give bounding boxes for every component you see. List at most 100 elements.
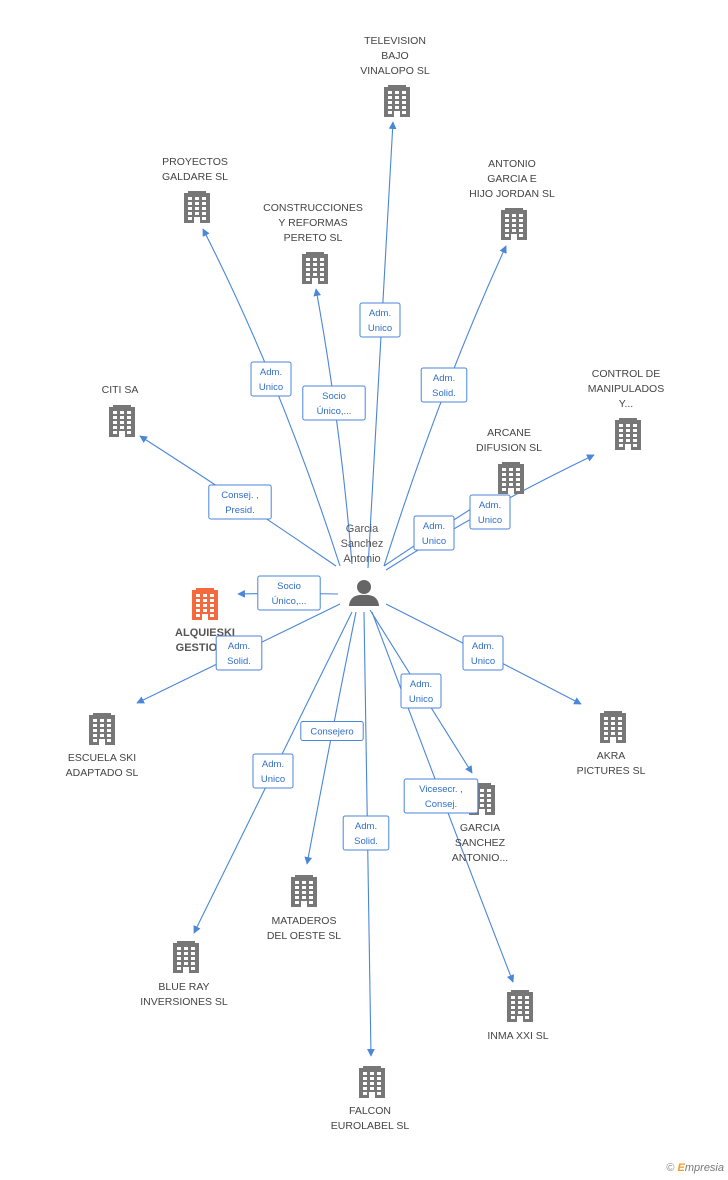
- edge-label-control[interactable]: Adm.Unico: [469, 494, 511, 530]
- building-icon: [498, 462, 524, 494]
- edge-label-text: Consej.: [425, 799, 457, 810]
- edge-label-text: Adm.: [410, 679, 432, 690]
- edge-label-arcane[interactable]: Adm. Unico: [413, 515, 455, 551]
- building-icon: [600, 711, 626, 743]
- edge-label-text: Solid.: [227, 656, 251, 667]
- edge-label-antonio-garcia[interactable]: Adm. Solid.: [420, 367, 468, 403]
- edge-label-text: Consejero: [310, 727, 353, 738]
- edge-label-television[interactable]: Adm.Unico: [359, 302, 401, 338]
- company-label: MANIPULADOS: [588, 383, 664, 395]
- company-label: CONSTRUCCIONES: [263, 202, 363, 214]
- company-node-blueray[interactable]: BLUE RAY INVERSIONES SL: [140, 941, 228, 1008]
- copyright-symbol: ©: [666, 1162, 675, 1174]
- edge-label-escuela[interactable]: Adm.Solid.: [215, 635, 263, 671]
- building-icon: [192, 588, 218, 620]
- edge-label-text: Consej. ,: [221, 490, 259, 501]
- company-label: CONTROL DE: [592, 368, 660, 380]
- building-icon: [615, 418, 641, 450]
- company-label: PROYECTOS: [162, 156, 228, 168]
- company-label: AKRA: [597, 750, 626, 762]
- edge-label-akra[interactable]: Adm. Unico: [462, 635, 504, 671]
- edge-label-construcciones[interactable]: SocioÚnico,...: [302, 385, 366, 421]
- company-label: ANTONIO...: [452, 852, 508, 864]
- company-node-antonio-garcia[interactable]: ANTONIO GARCIA E HIJO JORDAN SL: [469, 158, 555, 240]
- edge-label-alquieski[interactable]: SocioÚnico,...: [257, 575, 321, 611]
- building-icon: [291, 875, 317, 907]
- edge-label-text: Unico: [259, 382, 283, 393]
- company-label: ANTONIO: [488, 158, 536, 170]
- company-label: PERETO SL: [284, 232, 343, 244]
- company-node-control[interactable]: CONTROL DE MANIPULADOS Y...: [588, 368, 664, 450]
- company-label: ARCANE: [487, 427, 531, 439]
- company-label: TELEVISION: [364, 35, 426, 47]
- edge-line-television: [367, 121, 397, 569]
- edge-label-text: Adm.: [423, 521, 445, 532]
- company-label: CITI SA: [102, 384, 139, 396]
- company-node-falcon[interactable]: FALCON EUROLABEL SL: [331, 1066, 410, 1132]
- person-label: Garcia: [346, 523, 379, 535]
- company-label: EUROLABEL SL: [331, 1120, 410, 1132]
- edge-label-text: Adm.: [262, 759, 284, 770]
- brand-logo: Empresia: [677, 1162, 724, 1174]
- edge-label-text: Adm.: [433, 373, 455, 384]
- company-node-mataderos[interactable]: MATADEROS DEL OESTE SL: [267, 875, 341, 942]
- person-label: Antonio: [343, 553, 380, 565]
- company-label: Y...: [619, 398, 633, 410]
- company-label: PICTURES SL: [577, 765, 646, 777]
- edge-label-text: Solid.: [432, 388, 456, 399]
- edge-label-text: Unico: [261, 774, 285, 785]
- edge-label-text: Adm.: [355, 821, 377, 832]
- company-node-proyectos[interactable]: PROYECTOS GALDARE SL: [162, 156, 228, 223]
- edge-label-text: Adm.: [472, 641, 494, 652]
- edge-label-mataderos[interactable]: Consejero: [300, 721, 364, 741]
- edge-label-proyectos[interactable]: Adm.Unico: [250, 361, 292, 397]
- edge-label-blueray[interactable]: Adm. Unico: [252, 753, 294, 789]
- edge-label-text: Vicesecr. ,: [419, 784, 463, 795]
- edge-label-garcia-sanchez[interactable]: Adm.Unico: [400, 673, 442, 709]
- edge-label-falcon[interactable]: Adm. Solid.: [342, 815, 390, 851]
- edge-label-text: Presid.: [225, 505, 255, 516]
- company-label: GARCIA E: [487, 173, 537, 185]
- edge-label-text: Único,...: [317, 406, 352, 417]
- company-label: DEL OESTE SL: [267, 930, 341, 942]
- company-label: BAJO: [381, 50, 408, 62]
- edge-label-citi[interactable]: Consej. , Presid.: [208, 484, 272, 520]
- edge-label-text: Unico: [478, 515, 502, 526]
- company-node-construcciones[interactable]: CONSTRUCCIONES Y REFORMAS PERETO SL: [263, 202, 363, 284]
- edge-label-text: Unico: [368, 323, 392, 334]
- building-icon: [89, 713, 115, 745]
- company-label: ADAPTADO SL: [66, 767, 139, 779]
- company-node-television[interactable]: TELEVISION BAJO VINALOPO SL: [360, 35, 430, 117]
- person-label: Sanchez: [341, 538, 384, 550]
- building-icon: [109, 405, 135, 437]
- edge-label-text: Unico: [422, 536, 446, 547]
- company-label: Y REFORMAS: [278, 217, 347, 229]
- company-node-akra[interactable]: AKRA PICTURES SL: [577, 711, 646, 777]
- edge-label-text: Socio: [277, 581, 301, 592]
- company-label: FALCON: [349, 1105, 391, 1117]
- building-icon: [384, 85, 410, 117]
- company-node-citi[interactable]: CITI SA: [102, 384, 139, 437]
- company-label: BLUE RAY: [158, 981, 209, 993]
- company-label: GARCIA: [460, 822, 500, 834]
- edge-label-inma[interactable]: Vicesecr. , Consej.: [403, 778, 479, 814]
- company-label: MATADEROS: [272, 915, 337, 927]
- building-icon: [507, 990, 533, 1022]
- company-label: INMA XXI SL: [487, 1030, 548, 1042]
- building-icon: [184, 191, 210, 223]
- company-label: HIJO JORDAN SL: [469, 188, 555, 200]
- company-node-inma[interactable]: INMA XXI SL: [487, 990, 549, 1042]
- company-label: VINALOPO SL: [360, 65, 430, 77]
- company-label: GALDARE SL: [162, 171, 228, 183]
- nodes-layer: TELEVISION BAJO VINALOPO SL PROYECTOS GALDAR…: [66, 35, 665, 1132]
- building-icon: [302, 252, 328, 284]
- footer-brand: © Empresia: [666, 1162, 724, 1174]
- company-label: INVERSIONES SL: [140, 996, 228, 1008]
- company-label: SANCHEZ: [455, 837, 506, 849]
- edge-label-text: Unico: [471, 656, 495, 667]
- edge-label-text: Solid.: [354, 836, 378, 847]
